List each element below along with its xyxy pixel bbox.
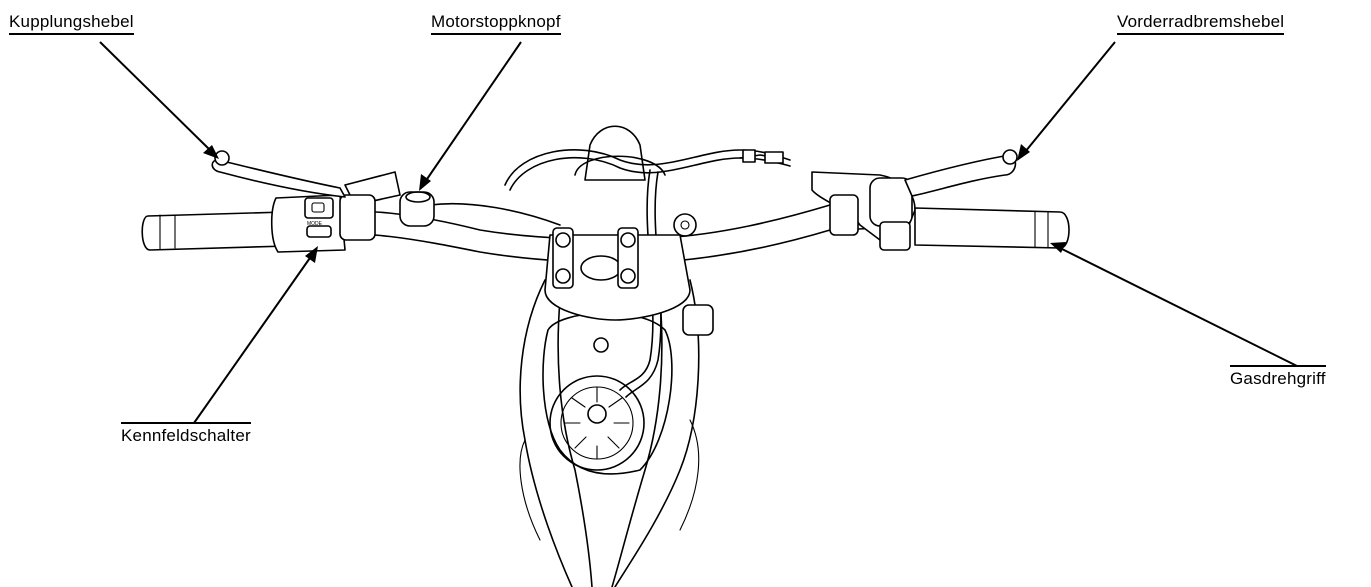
label-throttle-grip: Gasdrehgriff [1230,365,1326,389]
left-switch-housing: MODE [272,195,345,252]
leader-engine-stop [419,42,521,191]
leader-mode-switch [194,246,318,423]
label-clutch-lever: Kupplungshebel [9,12,134,35]
front-body-outline [520,126,699,587]
right-grip [915,208,1069,248]
label-front-brake-lever: Vorderradbremshebel [1117,12,1284,35]
left-grip [142,212,288,250]
leader-throttle [1050,242,1297,366]
leader-front-brake [1017,42,1115,161]
label-mode-switch: Kennfeldschalter [121,422,251,446]
label-engine-stop-button: Motorstoppknopf [431,12,561,35]
engine-stop-button [400,192,434,226]
leader-clutch [100,42,219,159]
